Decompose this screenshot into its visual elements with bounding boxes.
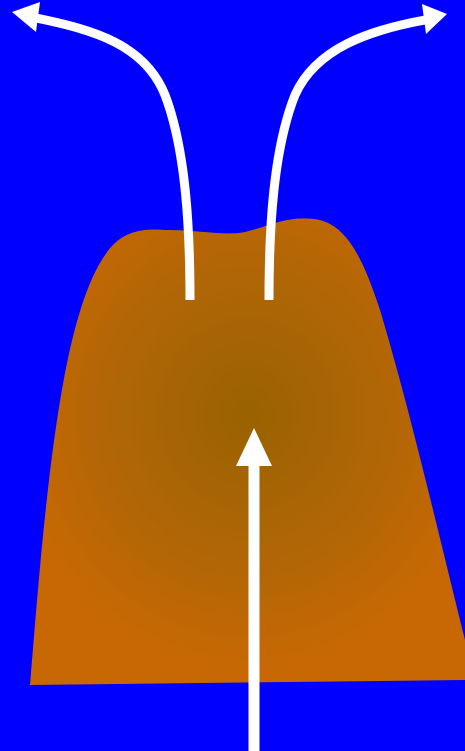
diagram-canvas bbox=[0, 0, 465, 751]
